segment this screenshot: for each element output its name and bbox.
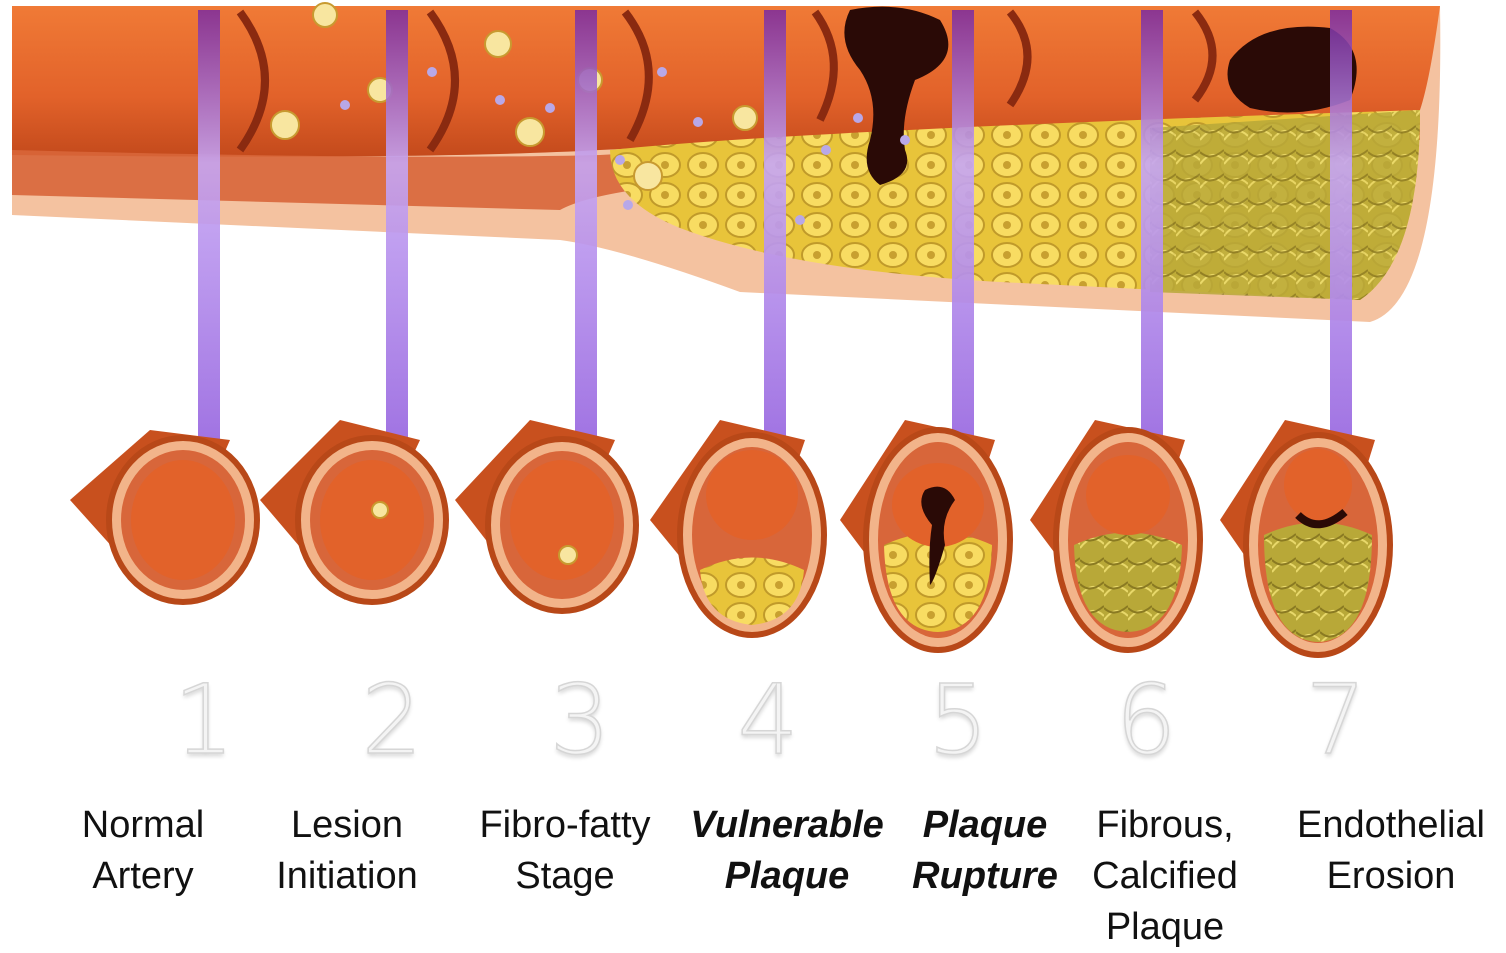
stage-label-6: Fibrous, Calcified Plaque	[1050, 800, 1280, 953]
stage-label-4: Vulnerable Plaque	[672, 800, 902, 902]
cross-section-3	[455, 420, 636, 611]
stage-number-1: 1	[144, 672, 264, 768]
cross-section-4	[650, 420, 824, 635]
stage-label-line: Artery	[28, 851, 258, 902]
stage-label-line: Plaque	[1050, 902, 1280, 953]
connector-3	[575, 10, 597, 450]
stage-number-6: 6	[1086, 672, 1206, 768]
stage-label-line: Calcified	[1050, 851, 1280, 902]
stage-label-line: Vulnerable	[672, 800, 902, 851]
stage-label-line: Initiation	[232, 851, 462, 902]
cross-section-6	[1030, 420, 1200, 650]
stage-label-line: Lesion	[232, 800, 462, 851]
connector-2	[386, 10, 408, 450]
fibrous-region	[1150, 110, 1420, 300]
connector-7	[1330, 10, 1352, 450]
stage-label-2: Lesion Initiation	[232, 800, 462, 902]
connector-4	[764, 10, 786, 450]
connector-6	[1141, 10, 1163, 450]
stage-label-line: Fibrous,	[1050, 800, 1280, 851]
longitudinal-artery	[12, 3, 1440, 322]
stage-label-7: Endothelial Erosion	[1276, 800, 1506, 902]
stage-label-line: Plaque	[672, 851, 902, 902]
stage-label-line: Endothelial	[1276, 800, 1506, 851]
stage-label-3: Fibro-fatty Stage	[450, 800, 680, 902]
stage-label-line: Normal	[28, 800, 258, 851]
stage-number-5: 5	[898, 672, 1018, 768]
connector-1	[198, 10, 220, 450]
cross-section-7	[1220, 420, 1390, 655]
stage-number-7: 7	[1276, 672, 1396, 768]
stage-label-1: Normal Artery	[28, 800, 258, 902]
stage-label-line: Fibro-fatty	[450, 800, 680, 851]
stage-label-line: Erosion	[1276, 851, 1506, 902]
cross-section-2	[260, 420, 446, 602]
cross-section-5	[840, 420, 1010, 650]
cross-section-1	[70, 430, 257, 602]
stage-number-3: 3	[520, 672, 640, 768]
stage-label-line: Stage	[450, 851, 680, 902]
stage-number-2: 2	[332, 672, 452, 768]
stage-number-4: 4	[708, 672, 828, 768]
connector-5	[952, 10, 974, 450]
